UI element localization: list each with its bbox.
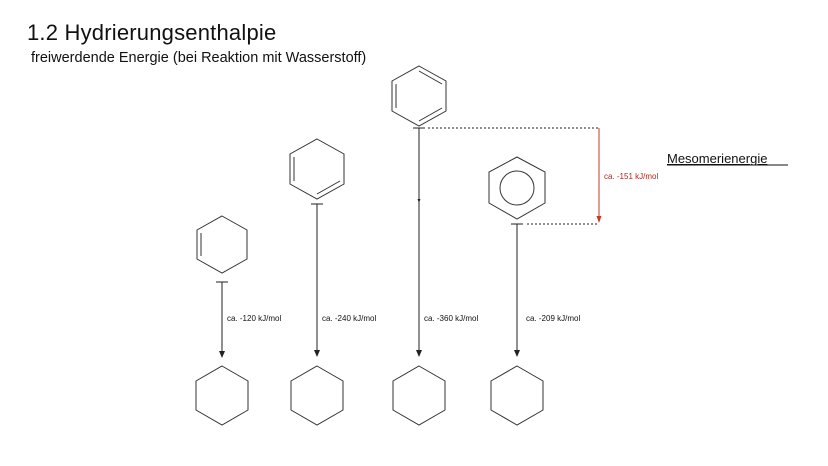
product-cyclohexane-2: [290, 365, 344, 426]
reaction-arrow-3: [413, 127, 425, 357]
mesomerie-energy-label: ca. -151 kJ/mol: [604, 172, 658, 181]
energy-label-3: ca. -360 kJ/mol: [424, 314, 478, 323]
reactant-cyclohexadiene: [289, 138, 345, 200]
reactant-cyclohexatriene: [391, 65, 447, 127]
slide-subtitle: freiwerdende Energie (bei Reaktion mit W…: [31, 50, 367, 66]
product-cyclohexane-1: [195, 365, 249, 426]
reactant-cyclohexene: [196, 215, 248, 274]
reaction-arrow-2: [311, 203, 323, 357]
energy-label-2: ca. -240 kJ/mol: [322, 314, 376, 323]
product-cyclohexane-3: [392, 365, 446, 426]
mesomerie-arrow: [596, 128, 602, 223]
energy-label-4: ca. -209 kJ/mol: [526, 314, 580, 323]
slide-title: 1.2 Hydrierungsenthalpie: [27, 20, 277, 45]
product-cyclohexane-4: [490, 365, 544, 426]
reaction-arrow-4: [511, 223, 523, 357]
mesomerie-label: Mesomerienergie: [667, 151, 767, 166]
energy-label-1: ca. -120 kJ/mol: [227, 314, 281, 323]
reaction-arrow-1: [216, 281, 228, 358]
reactant-benzene: [488, 156, 546, 220]
